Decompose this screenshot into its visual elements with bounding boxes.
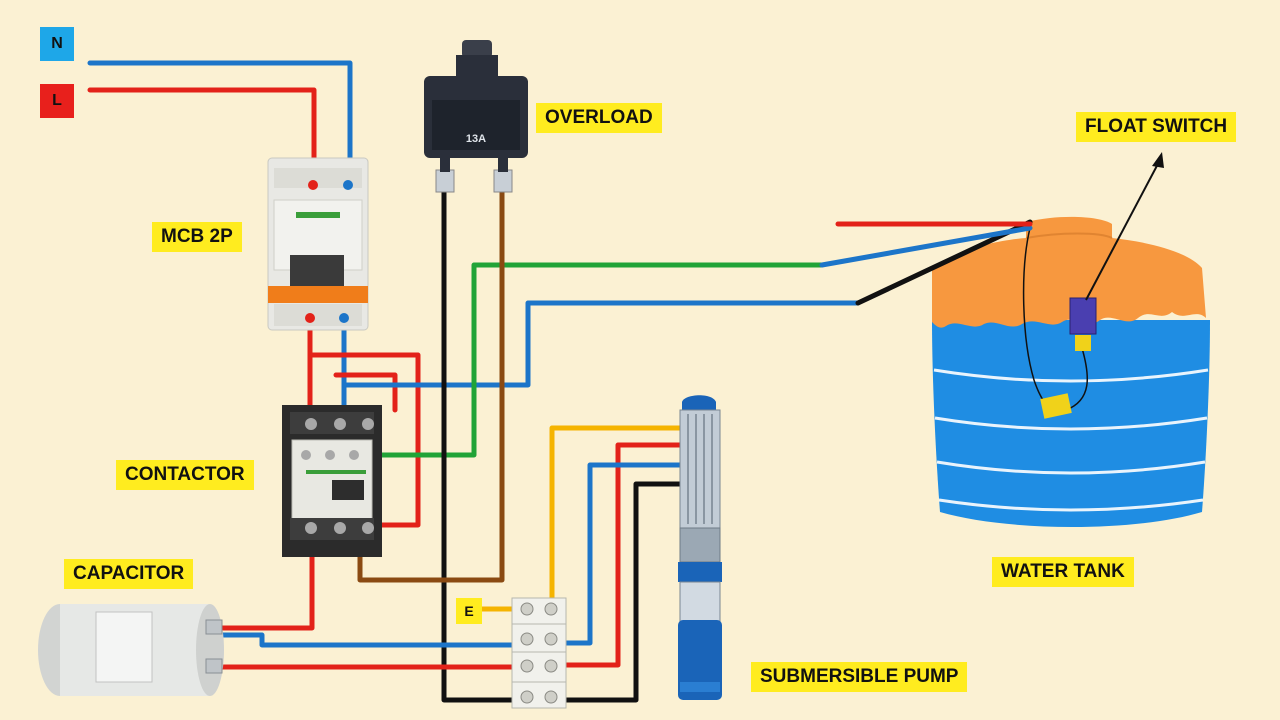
live-terminal-label: L <box>52 92 62 109</box>
wire-red-capacitor <box>219 549 315 631</box>
wire-blue-float <box>341 300 861 388</box>
wires <box>87 60 1033 703</box>
label-capacitor: CAPACITOR <box>64 559 194 589</box>
label-mcb-2p: MCB 2P <box>152 222 242 252</box>
label-contactor: CONTACTOR <box>116 460 254 490</box>
water-tank <box>932 216 1210 527</box>
contactor <box>282 405 382 557</box>
wire-red-loop <box>309 352 421 528</box>
submersible-pump <box>678 395 722 700</box>
wire-green-coil <box>369 262 825 458</box>
label-earth: E <box>456 598 482 624</box>
wire-neutral-supply <box>87 60 353 188</box>
wire-blue-pump <box>559 462 683 646</box>
label-submersible-pump: SUBMERSIBLE PUMP <box>751 662 968 692</box>
wire-red-jumper <box>333 372 398 413</box>
wire-red-pump <box>559 442 683 668</box>
wire-black-pump <box>559 481 683 703</box>
terminal-block <box>511 597 567 709</box>
wire-yellow-pump <box>549 425 683 603</box>
float-switch <box>1022 227 1097 419</box>
label-water-tank: WATER TANK <box>992 557 1134 587</box>
label-overload: OVERLOAD <box>536 103 662 133</box>
overload-device <box>424 40 528 193</box>
live-terminal-box <box>40 84 74 118</box>
mcb-2p <box>267 157 369 331</box>
wire-blue-float-link <box>819 225 1033 268</box>
neutral-terminal-label: N <box>51 35 63 52</box>
wire-live-supply <box>87 87 317 188</box>
capacitor <box>38 604 224 696</box>
float-switch-pointer <box>1085 152 1164 301</box>
label-float-switch: FLOAT SWITCH <box>1076 112 1237 142</box>
wire-blue-capacitor <box>219 632 518 648</box>
neutral-terminal-box <box>40 27 74 61</box>
overload-rating: 13A <box>466 133 486 145</box>
